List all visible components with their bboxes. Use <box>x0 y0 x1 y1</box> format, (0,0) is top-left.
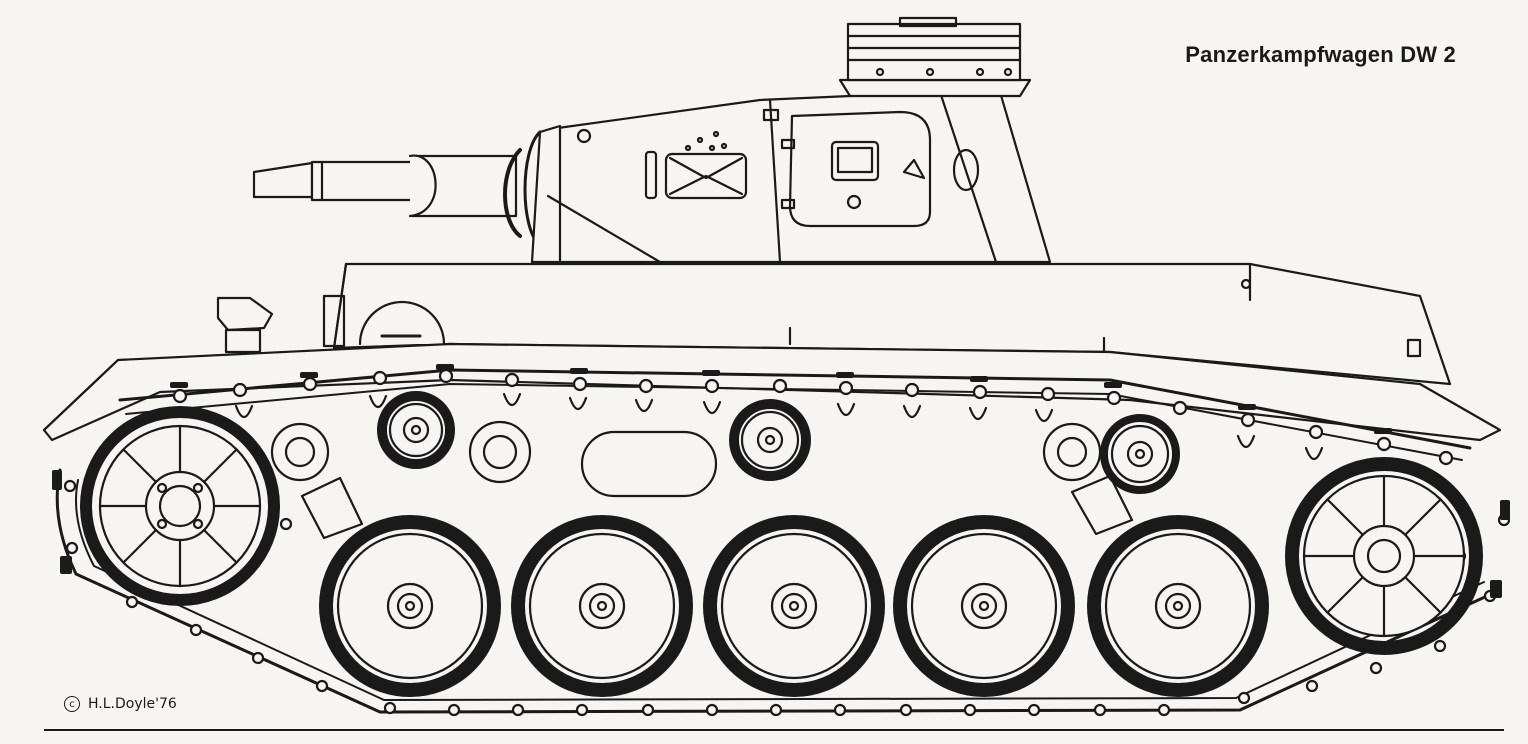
road-wheel <box>319 515 501 697</box>
commanders-cupola <box>838 16 1032 98</box>
copyright-icon: c <box>64 696 80 712</box>
track <box>52 364 1511 717</box>
hull <box>42 342 1502 563</box>
road-wheels <box>319 515 1269 697</box>
ground-line <box>44 729 1504 731</box>
turret <box>530 90 1052 264</box>
road-wheel <box>511 515 693 697</box>
return-rollers <box>377 391 1180 494</box>
superstructure <box>216 262 1452 386</box>
return-roller <box>377 391 455 469</box>
return-roller <box>1100 414 1180 494</box>
return-roller <box>729 399 811 481</box>
artist-credit: c H.L.Doyle'76 <box>64 696 177 712</box>
drive-sprocket <box>80 406 280 606</box>
drawing-title: Panzerkampfwagen DW 2 <box>1185 42 1456 67</box>
road-wheel <box>893 515 1075 697</box>
main-gun <box>252 130 542 247</box>
road-wheel <box>703 515 885 697</box>
road-wheel <box>1087 515 1269 697</box>
credit-text: H.L.Doyle'76 <box>88 696 177 712</box>
idler-wheel <box>1285 457 1483 655</box>
